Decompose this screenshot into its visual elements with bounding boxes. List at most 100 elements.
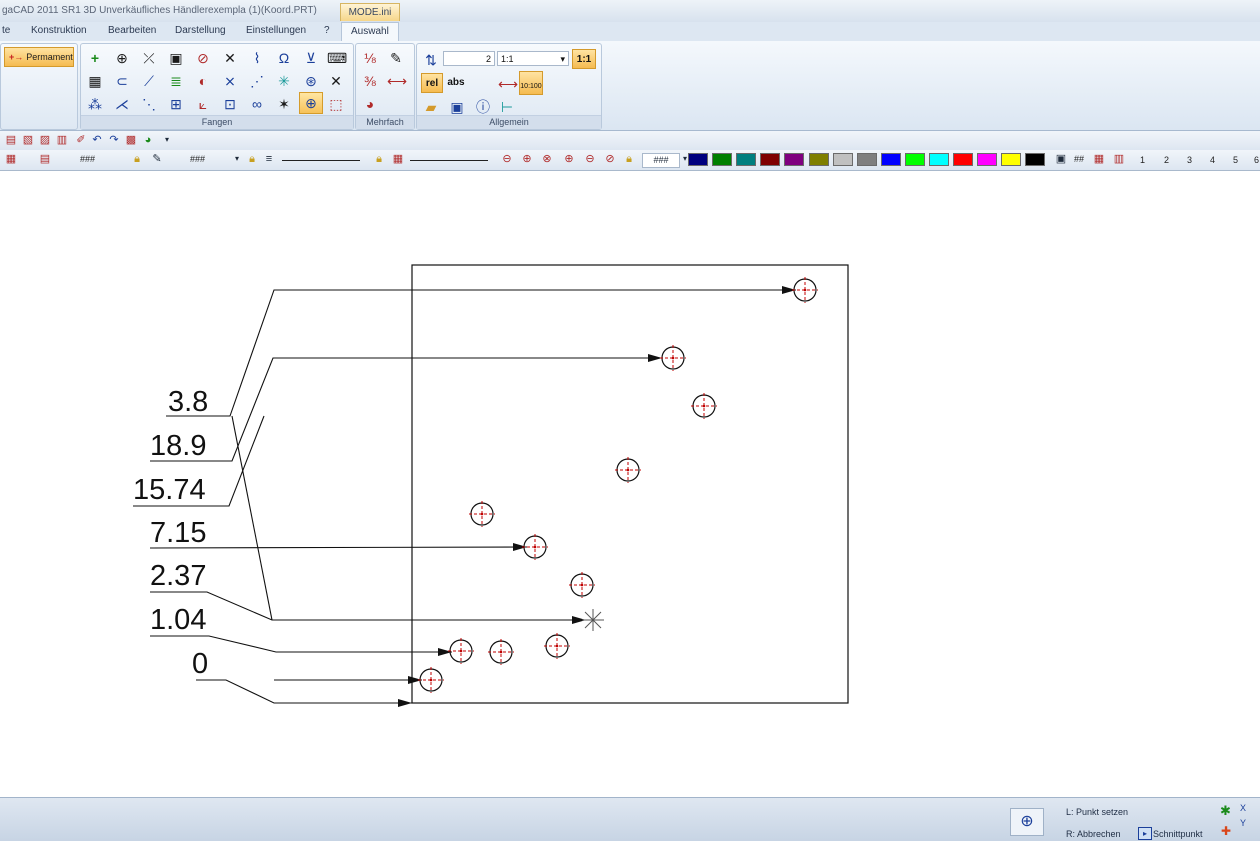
tab-konstruktion[interactable]: Konstruktion	[31, 25, 87, 36]
snap-cross-icon[interactable]: ✕	[224, 50, 236, 66]
field-2[interactable]: ###	[190, 154, 206, 164]
axis-icon[interactable]: ✱	[1220, 803, 1231, 818]
leader-label-3-8[interactable]: 3.8	[168, 386, 209, 418]
snap-x-icon[interactable]: ⨯	[224, 73, 236, 89]
snap-center-icon[interactable]: ⊕	[116, 50, 128, 66]
x-axis-icon[interactable]: X	[1240, 803, 1247, 813]
linetype-icon[interactable]: ≡	[265, 153, 273, 165]
save-icon[interactable]: ▣	[450, 99, 464, 115]
hole-circle[interactable]	[690, 392, 718, 420]
add-icon[interactable]: ✚	[1221, 824, 1232, 838]
y-axis-icon[interactable]: Y	[1240, 818, 1247, 828]
field-3[interactable]: ###	[642, 153, 680, 168]
leader-line-0[interactable]	[196, 679, 412, 704]
leader-label-2-37[interactable]: 2.37	[150, 560, 207, 592]
part-outline[interactable]	[411, 264, 849, 704]
color-swatch[interactable]	[760, 153, 781, 166]
snap-layer-icon[interactable]: ≣	[170, 73, 182, 89]
pencil-icon[interactable]: ✎	[390, 50, 402, 66]
snap-frame-icon[interactable]: ⊡	[224, 96, 236, 112]
snap-star-icon[interactable]: ✳	[278, 73, 290, 89]
leader-label-18-9[interactable]: 18.9	[150, 430, 207, 462]
open-folder-icon[interactable]: ▰	[425, 99, 437, 115]
new-file-icon[interactable]: ▤	[5, 134, 17, 146]
leader-line-1-04[interactable]	[150, 635, 452, 653]
snap-quadrant-icon[interactable]: ⊘	[197, 50, 209, 66]
measure-icon[interactable]: ⟷	[498, 76, 519, 92]
linewidth-icon[interactable]: ▦	[392, 153, 404, 165]
leader-label-1-04[interactable]: 1.04	[150, 604, 207, 636]
snap-active-center-icon[interactable]: ⊕	[299, 92, 323, 114]
field-2-dropdown-icon[interactable]: ▾	[234, 154, 239, 163]
color-swatch[interactable]	[832, 153, 853, 166]
color-swatch[interactable]	[880, 153, 901, 166]
step-field[interactable]: 2	[443, 51, 495, 66]
snap-intersection-icon[interactable]: ⤫	[143, 50, 155, 66]
rel-button[interactable]: rel	[421, 73, 443, 93]
snap-perpendicular-icon[interactable]: ⊻	[305, 50, 317, 66]
color-swatch[interactable]	[953, 153, 974, 166]
color-wheel-icon[interactable]: ◕	[144, 134, 152, 146]
color-swatch[interactable]	[1025, 153, 1046, 166]
scale-1-1-button[interactable]: 1:1	[572, 49, 596, 69]
color-swatch[interactable]	[977, 153, 998, 166]
leader-cross-link[interactable]	[231, 415, 273, 621]
color-swatch[interactable]	[856, 153, 877, 166]
hole-circle[interactable]	[447, 637, 475, 665]
linewidth-preview[interactable]	[410, 160, 488, 161]
snap-line-icon[interactable]: ⟋	[144, 73, 154, 89]
hole-circle[interactable]	[568, 571, 596, 599]
scale-ratio-button[interactable]: 10:100	[519, 71, 543, 95]
abs-button[interactable]: abs	[447, 77, 465, 88]
dimension-icon[interactable]: ⊢	[500, 99, 514, 115]
preview-icon[interactable]: ▩	[125, 134, 137, 146]
color-swatch[interactable]	[712, 153, 733, 166]
snap-midpoints-icon[interactable]: ⋰	[250, 73, 264, 89]
multi-snap-icon[interactable]: ⅛	[364, 50, 376, 66]
lock-icon-2[interactable]: 🔒︎	[249, 153, 255, 165]
zoom-in-icon[interactable]: ⊕	[564, 153, 574, 165]
multi-point-icon[interactable]: ⅜	[364, 73, 376, 89]
hole-circle[interactable]	[487, 638, 515, 666]
snap-mode-icon[interactable]: ⊕	[1010, 808, 1044, 836]
snap-box-icon[interactable]: ⬚	[329, 96, 343, 112]
copy-file-icon[interactable]: ▧	[22, 134, 34, 146]
print-icon[interactable]: ▥	[56, 134, 68, 146]
layer-3[interactable]: 3	[1187, 155, 1193, 165]
hole-circle[interactable]	[614, 456, 642, 484]
snap-double-circle-icon[interactable]: ∞	[252, 96, 262, 112]
snap-grid-icon[interactable]: ▦	[88, 73, 102, 89]
multi-distance-icon[interactable]: ⟷	[387, 73, 408, 89]
field-1[interactable]: ###	[80, 154, 96, 164]
snap-point-icon[interactable]: +	[90, 50, 100, 66]
leader-line-18-9[interactable]	[150, 357, 662, 462]
mode-file-tab[interactable]: MODE.ini	[340, 3, 400, 21]
leader-label-7-15[interactable]: 7.15	[150, 517, 207, 549]
leader-line-3-8[interactable]	[166, 289, 796, 417]
snap-nodes-icon[interactable]: ⁂	[88, 96, 102, 112]
tab-help[interactable]: ?	[324, 25, 330, 36]
snap-polyline-icon[interactable]: ⌇	[253, 50, 261, 66]
leader-line-2-37[interactable]	[150, 591, 586, 621]
snap-path-icon[interactable]: ⋱	[142, 96, 156, 112]
tab-ansicht[interactable]: te	[2, 25, 11, 36]
drawing-canvas[interactable]: 3.8 18.9 15.74 7.15 2.37 1.04 0	[0, 171, 1260, 797]
layer-6[interactable]: 6	[1254, 155, 1260, 165]
layer-2[interactable]: 2	[1164, 155, 1170, 165]
hole-circle[interactable]	[543, 632, 571, 660]
color-swatch[interactable]	[784, 153, 805, 166]
hole-circle[interactable]	[468, 500, 496, 528]
color-swatch[interactable]	[736, 153, 757, 166]
snap-object-icon[interactable]: ◐	[198, 73, 208, 89]
snap-tangent-icon[interactable]: Ω	[278, 50, 290, 66]
keyboard-input-icon[interactable]: ⌨	[327, 50, 348, 66]
leader-line-15-74[interactable]	[133, 415, 265, 507]
tab-einstellungen[interactable]: Einstellungen	[246, 25, 307, 36]
zoom-pan-icon[interactable]: ⊘	[605, 153, 615, 165]
qat-dropdown-icon[interactable]: ▾	[164, 135, 169, 144]
snap-view-icon[interactable]: ▣	[169, 50, 183, 66]
zoom-prev-icon[interactable]: ⊖	[585, 153, 595, 165]
color-swatch[interactable]	[904, 153, 925, 166]
tab-auswahl[interactable]: Auswahl	[341, 22, 399, 42]
snap-arc-icon[interactable]: ⊂	[116, 73, 128, 89]
